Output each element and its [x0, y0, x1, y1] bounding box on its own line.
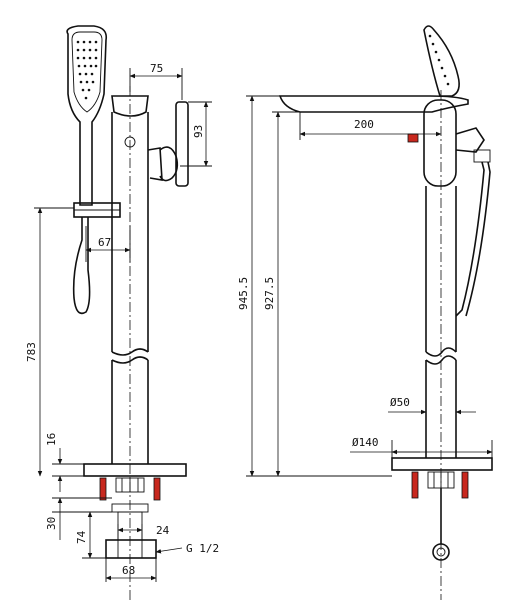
hand-shower	[66, 25, 121, 315]
mixer-body-side	[423, 99, 457, 187]
thread-label: G 1/2	[186, 542, 219, 555]
side-view: 200 945.5 927.5 Ø50 Ø140	[237, 25, 493, 600]
dim-24-label: 24	[156, 524, 170, 537]
spout-side	[278, 95, 469, 113]
lever-side	[455, 127, 485, 153]
dim-d50-label: Ø50	[390, 396, 410, 409]
dim-74-label: 74	[75, 530, 88, 544]
dim-30-label: 30	[45, 517, 58, 530]
dim-945-label: 945.5	[237, 277, 250, 310]
mixer-lever	[147, 101, 189, 187]
dimensions-side: 200 945.5 927.5 Ø50 Ø140	[237, 95, 493, 477]
dim-93-label: 93	[192, 125, 205, 138]
base-plate-side	[391, 457, 493, 471]
anchor-fixings-side	[411, 471, 469, 561]
dim-783-label: 783	[25, 342, 38, 362]
dim-200-label: 200	[354, 118, 374, 131]
hand-shower-side	[423, 25, 460, 97]
base-plate-front	[83, 463, 187, 477]
dim-67-label: 67	[98, 236, 111, 249]
dim-927-label: 927.5	[263, 277, 276, 310]
dim-16-label: 16	[45, 433, 58, 446]
dim-d140-label: Ø140	[352, 436, 379, 449]
dim-75-label: 75	[150, 62, 163, 75]
anchor-fixings-front	[99, 477, 161, 559]
dimensions-front: 75 93 67 783 16 30	[25, 62, 219, 582]
dim-68-label: 68	[122, 564, 135, 577]
front-view: 75 93 67 783 16 30	[25, 25, 219, 600]
hose-side	[455, 161, 485, 317]
pillar-front	[111, 86, 149, 600]
shower-nozzles	[76, 40, 98, 100]
